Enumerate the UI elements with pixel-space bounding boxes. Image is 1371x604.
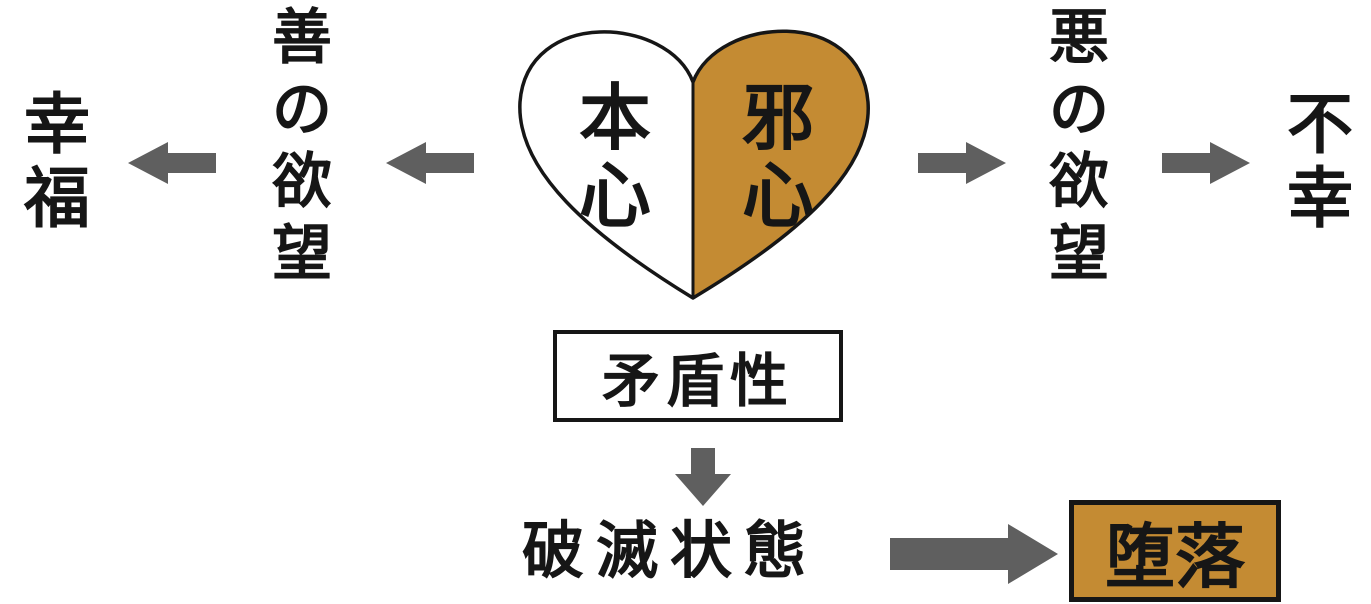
happiness-char-2: 福 <box>24 160 90 237</box>
good-desire-label: 善 の 欲 望 <box>263 8 341 284</box>
heart-right-half <box>693 31 869 298</box>
true-heart-char-2: 心 <box>578 153 651 238</box>
good-desire-char-4: 望 <box>272 219 332 289</box>
ruin-label: 破滅状態 <box>522 514 819 587</box>
unhappiness-char-1: 不 <box>1287 86 1353 163</box>
evil-heart-char-1: 邪 <box>741 76 814 160</box>
arrow-to-ruin-shape <box>675 448 731 506</box>
arrow-to-evil-desire <box>918 142 1006 184</box>
fall-box: 堕落 <box>1069 500 1281 602</box>
arrow-to-evil-desire-shape <box>918 142 1006 184</box>
arrow-to-good-desire <box>386 142 474 184</box>
arrow-to-fall-shape <box>890 524 1058 584</box>
arrow-to-ruin <box>675 448 731 506</box>
contradiction-box: 矛盾性 <box>553 330 843 422</box>
heart-left-half <box>519 31 693 298</box>
good-desire-char-1: 善 <box>272 3 332 73</box>
good-desire-char-3: 欲 <box>272 147 332 217</box>
heart-icon <box>518 29 870 300</box>
evil-desire-char-2: の <box>1049 75 1109 145</box>
true-heart-char-1: 本 <box>578 76 651 160</box>
evil-heart-label: 邪 心 <box>728 76 828 238</box>
unhappiness-char-2: 幸 <box>1287 160 1353 237</box>
arrow-to-happiness <box>128 142 216 184</box>
unhappiness-label: 不 幸 <box>1275 92 1365 232</box>
evil-desire-label: 悪 の 欲 望 <box>1040 8 1118 284</box>
arrow-to-unhappiness <box>1162 142 1250 184</box>
arrow-to-happiness-shape <box>128 142 216 184</box>
evil-desire-char-1: 悪 <box>1049 3 1109 73</box>
evil-desire-char-3: 欲 <box>1049 147 1109 217</box>
arrow-to-unhappiness-shape <box>1162 142 1250 184</box>
fall-label: 堕落 <box>1105 515 1245 598</box>
arrow-to-good-desire-shape <box>386 142 474 184</box>
evil-heart-char-2: 心 <box>741 153 814 238</box>
good-desire-char-2: の <box>272 75 332 145</box>
contradiction-label: 矛盾性 <box>601 347 794 415</box>
happiness-label: 幸 福 <box>12 92 102 232</box>
arrow-to-fall <box>890 524 1058 584</box>
happiness-char-1: 幸 <box>24 86 90 163</box>
evil-desire-char-4: 望 <box>1049 219 1109 289</box>
true-heart-label: 本 心 <box>565 76 665 238</box>
